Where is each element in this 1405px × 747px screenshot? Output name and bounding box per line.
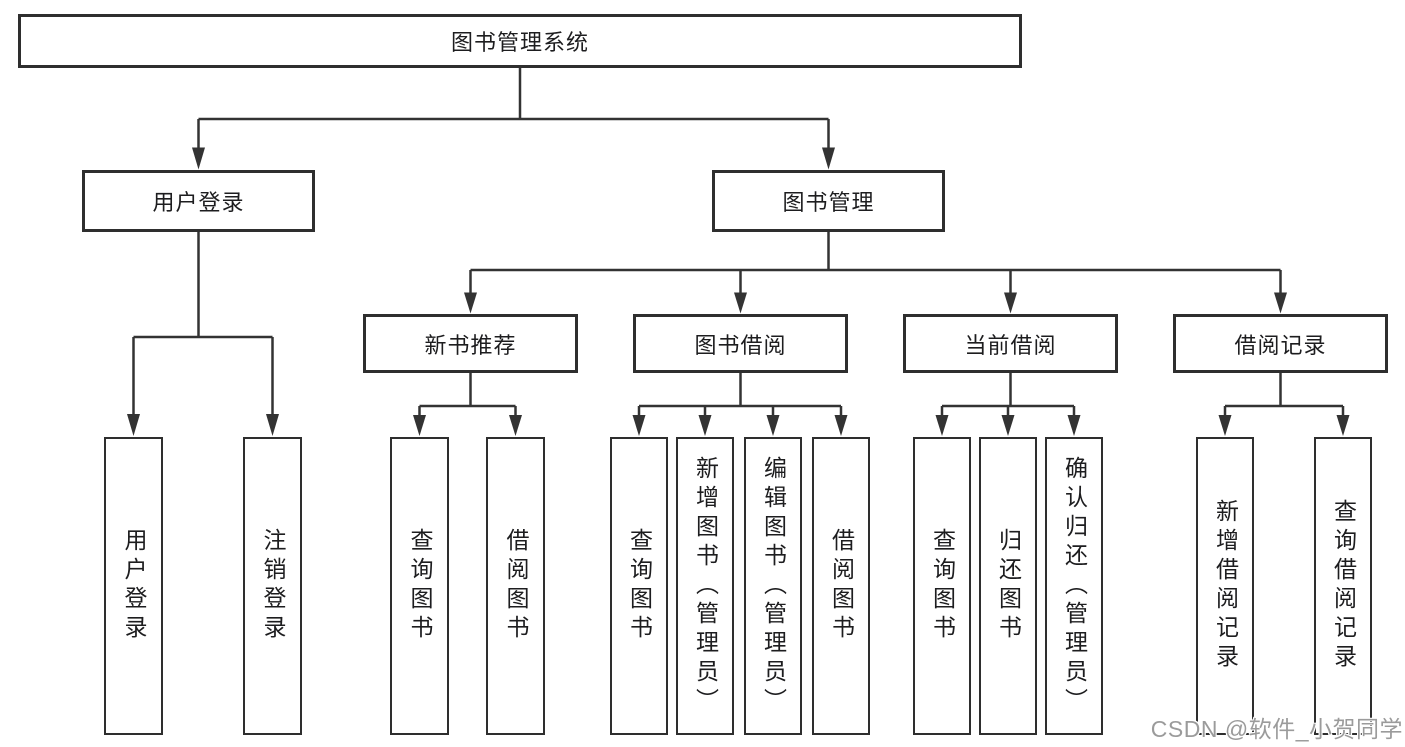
leaf-add-books-admin: 新增图书（管理员） bbox=[676, 437, 734, 735]
arrowhead-down-icon bbox=[266, 414, 279, 436]
watermark: CSDN @软件_小贺同学 bbox=[1150, 716, 1403, 742]
node-book-management: 图书管理 bbox=[712, 170, 945, 232]
arrowhead-down-icon bbox=[822, 147, 835, 170]
leaf-query-books-recommend: 查询图书 bbox=[390, 437, 449, 735]
node-book-borrowing: 图书借阅 bbox=[633, 314, 848, 373]
leaf-edit-books-admin: 编辑图书（管理员） bbox=[744, 437, 802, 735]
connector-root bbox=[192, 68, 835, 170]
arrowhead-down-icon bbox=[1004, 292, 1017, 314]
arrowhead-down-icon bbox=[935, 415, 949, 436]
leaf-return-books: 归还图书 bbox=[979, 437, 1037, 735]
arrowhead-down-icon bbox=[1067, 415, 1081, 436]
node-borrowing-records: 借阅记录 bbox=[1173, 314, 1388, 373]
connector-current-borrowing bbox=[935, 373, 1081, 436]
connector-new-book-recommendation bbox=[413, 373, 522, 436]
connector-borrowing-records bbox=[1218, 373, 1350, 436]
arrowhead-down-icon bbox=[1336, 415, 1350, 436]
arrowhead-down-icon bbox=[1001, 415, 1015, 436]
arrowhead-down-icon bbox=[632, 415, 646, 436]
node-current-borrowing: 当前借阅 bbox=[903, 314, 1118, 373]
leaf-query-books-current: 查询图书 bbox=[913, 437, 971, 735]
arrowhead-down-icon bbox=[1218, 415, 1232, 436]
leaf-logout: 注销登录 bbox=[243, 437, 302, 735]
leaf-add-borrow-record: 新增借阅记录 bbox=[1196, 437, 1254, 735]
connector-book-borrowing bbox=[632, 373, 848, 436]
arrowhead-down-icon bbox=[1274, 292, 1287, 314]
connector-user-login bbox=[127, 232, 279, 436]
arrowhead-down-icon bbox=[834, 415, 848, 436]
arrowhead-down-icon bbox=[734, 292, 747, 314]
node-library-system: 图书管理系统 bbox=[18, 14, 1022, 68]
arrowhead-down-icon bbox=[698, 415, 712, 436]
leaf-query-books-borrow: 查询图书 bbox=[610, 437, 668, 735]
node-user-login: 用户登录 bbox=[82, 170, 315, 232]
leaf-user-login: 用户登录 bbox=[104, 437, 163, 735]
connector-book-management bbox=[464, 232, 1287, 314]
arrowhead-down-icon bbox=[464, 292, 477, 314]
leaf-borrow-books: 借阅图书 bbox=[812, 437, 870, 735]
arrowhead-down-icon bbox=[766, 415, 780, 436]
leaf-borrow-books-recommend: 借阅图书 bbox=[486, 437, 545, 735]
arrowhead-down-icon bbox=[192, 147, 205, 170]
arrowhead-down-icon bbox=[509, 415, 522, 436]
node-new-book-recommendation: 新书推荐 bbox=[363, 314, 578, 373]
arrowhead-down-icon bbox=[413, 415, 426, 436]
leaf-query-borrow-record: 查询借阅记录 bbox=[1314, 437, 1372, 735]
arrowhead-down-icon bbox=[127, 414, 140, 436]
leaf-confirm-return-admin: 确认归还（管理员） bbox=[1045, 437, 1103, 735]
